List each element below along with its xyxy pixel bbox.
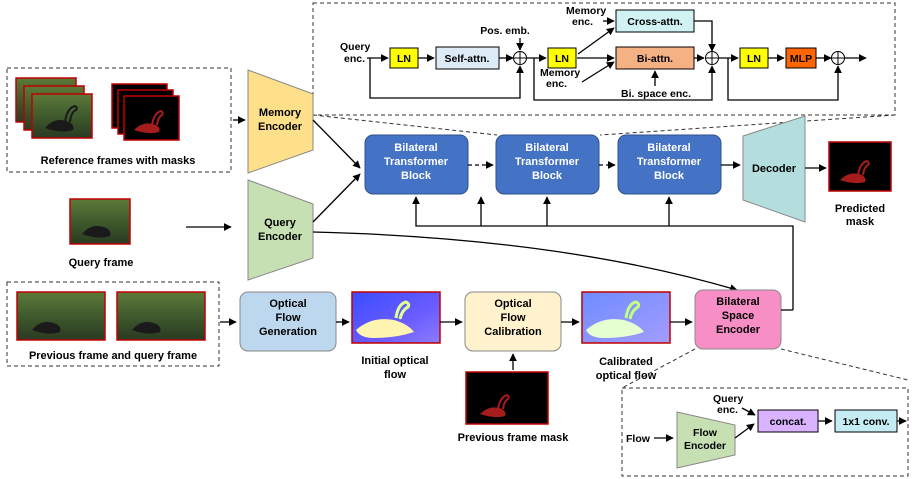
reference-frames-group: Reference frames with masks [6,67,232,173]
previous-query-caption: Previous frame and query frame [29,350,197,362]
self-attn-label: Self-attn. [445,53,490,65]
bilateral-space-encoder-box [694,289,782,350]
flow-detail-panel-border [621,387,909,477]
decoder: Decoder [742,115,806,223]
conv-label: 1x1 conv. [842,416,889,428]
concat-label: concat. [770,416,807,428]
query-frame-group: Query frame [69,198,134,269]
previous-frame-mask-group: Previous frame mask [458,371,570,444]
add-node-2 [705,51,719,65]
previous-query-frames-group: Previous frame and query frame [6,281,220,367]
cross-attn-label: Cross-attn. [627,16,683,28]
detail-panel-border [312,2,896,116]
ln-label-1: LN [397,53,411,65]
reference-mask-image [123,95,180,141]
bi-space-enc-label: Bi. space enc. [621,88,691,100]
previous-frame-image [16,291,106,341]
ln-box-2 [547,47,577,69]
query-frame-caption: Query frame [69,257,134,269]
add-node-1 [513,51,527,65]
decoder-label: Decoder [752,163,797,175]
mlp-label: MLP [790,53,812,65]
add-node-3 [831,51,845,65]
bi-attn-label: Bi-attn. [637,53,673,65]
reference-frames-caption: Reference frames with masks [41,155,196,167]
query-frame-image-2 [116,291,206,341]
previous-query-frames-border [6,281,220,367]
ln-label-2: LN [555,53,569,65]
flow-encoder-shape [676,411,736,469]
pos-emb-label: Pos. emb. [480,25,530,37]
flow-input-label: Flow [626,433,651,445]
reference-frames-border [6,67,232,173]
previous-frame-mask-image [465,371,549,425]
previous-frame-mask-caption: Previous frame mask [458,432,570,444]
ln-label-3: LN [747,53,761,65]
